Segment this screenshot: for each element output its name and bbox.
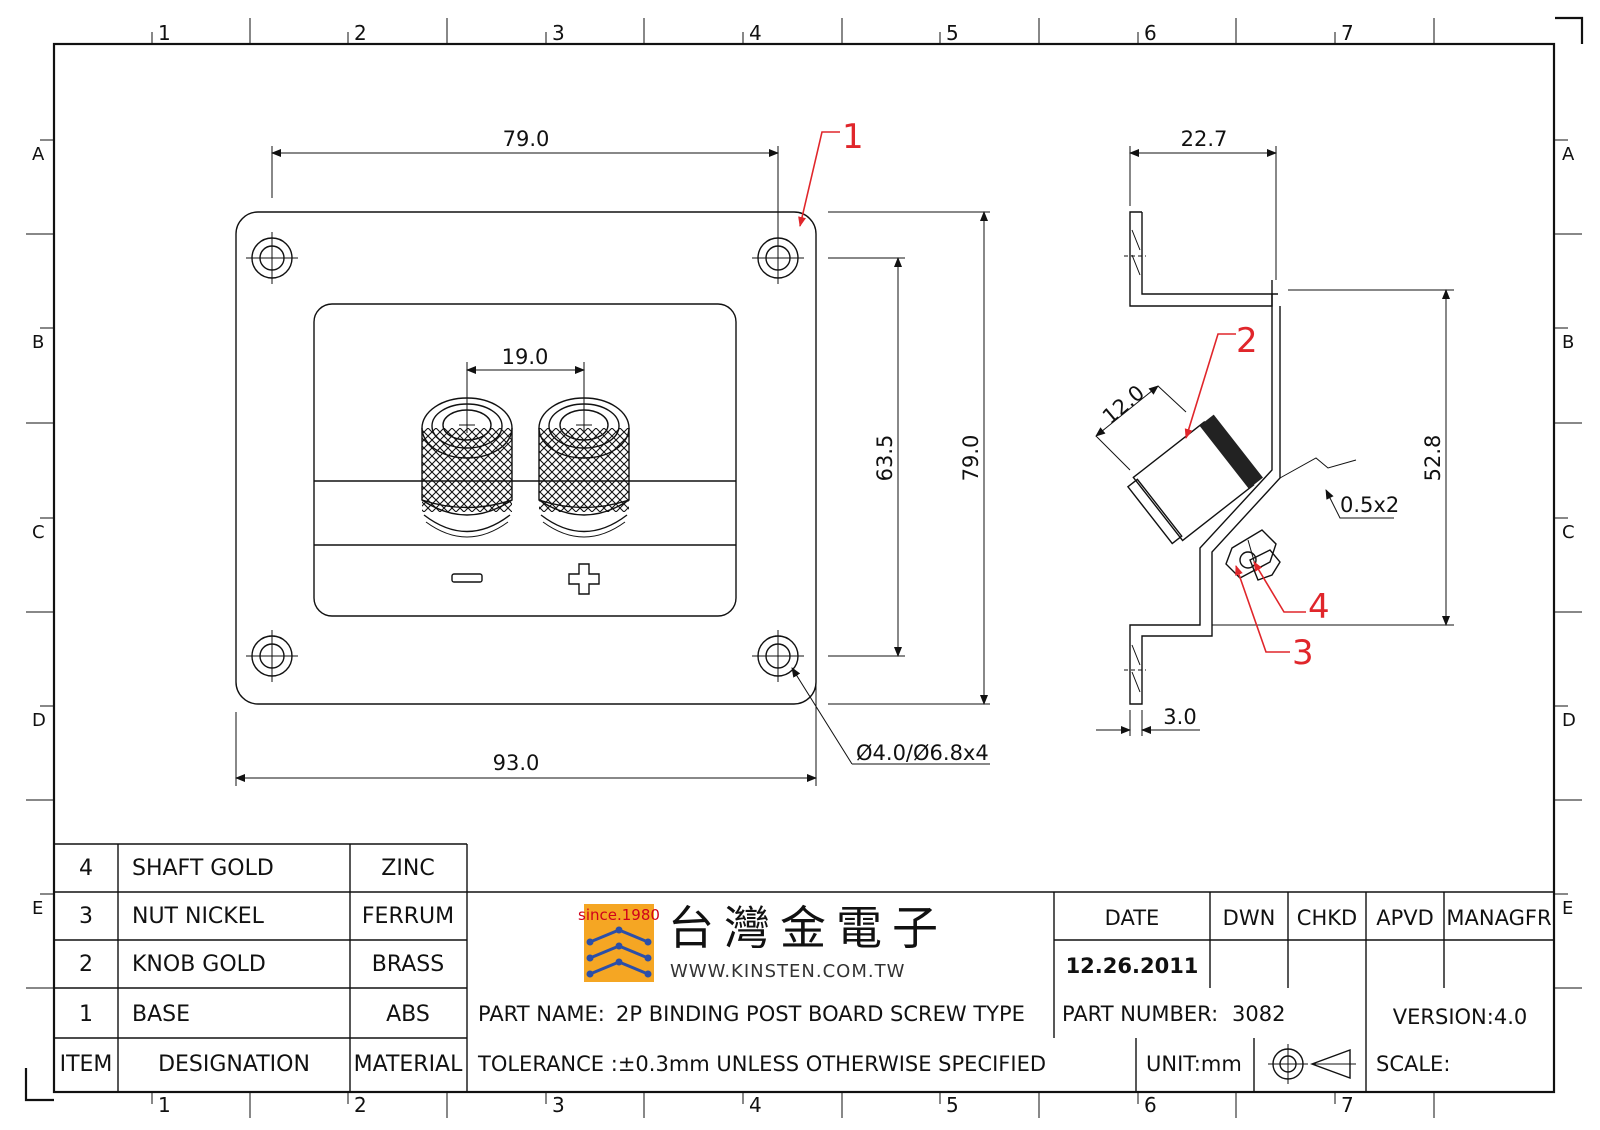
zone-row-b-right: B (1562, 332, 1574, 353)
dim-post-spacing: 19.0 (502, 345, 549, 369)
dim-side-height: 52.8 (1421, 435, 1445, 482)
bom-designation-2: KNOB GOLD (132, 952, 266, 977)
base-recess-outline (313, 303, 737, 617)
zone-col-6-bottom: 6 (1144, 1093, 1157, 1117)
zone-col-5-bottom: 5 (946, 1093, 959, 1117)
bom-material-1: ABS (386, 1002, 430, 1027)
mounting-hole-top-right (752, 232, 804, 284)
apvd-label: APVD (1376, 906, 1434, 930)
zone-col-7-bottom: 7 (1341, 1093, 1354, 1117)
zone-row-d-left: D (32, 710, 46, 731)
bom-designation-1: BASE (132, 1002, 190, 1027)
bom-material-3: FERRUM (362, 904, 454, 929)
bom-item-4: 4 (79, 856, 93, 881)
zone-col-4-top: 4 (749, 21, 762, 45)
unit-label: UNIT:mm (1146, 1052, 1242, 1076)
dim-side-depth: 22.7 (1181, 127, 1228, 151)
bom-header-designation: DESIGNATION (158, 1052, 310, 1077)
part-number-value: 3082 (1232, 1002, 1285, 1026)
balloon-1: 1 (842, 117, 864, 157)
zone-col-1-top: 1 (158, 21, 171, 45)
dwn-label: DWN (1223, 906, 1276, 930)
bom-header-material: MATERIAL (354, 1052, 463, 1077)
mounting-hole-top-left (246, 232, 298, 284)
balloon-3: 3 (1292, 633, 1314, 673)
title-block: since.1980 台灣金電子 WWW.KINSTEN.COM.TW DATE… (467, 891, 1554, 1092)
zone-col-1-bottom: 1 (158, 1093, 171, 1117)
front-view: 79.0 19.0 93.0 63.5 79.0 Ø4.0/Ø6.8x4 1 (235, 117, 990, 786)
minus-symbol-icon (451, 573, 483, 583)
hole-callout: Ø4.0/Ø6.8x4 (856, 741, 989, 765)
date-label: DATE (1105, 906, 1160, 930)
dim-chamfer: 0.5x2 (1340, 493, 1399, 517)
projection-symbol-icon (1268, 1044, 1356, 1084)
dim-mount-width: 79.0 (503, 127, 550, 151)
zone-col-2-bottom: 2 (354, 1093, 367, 1117)
zone-row-a-left: A (32, 144, 45, 165)
zone-row-b-left: B (32, 332, 44, 353)
part-number-label: PART NUMBER: (1062, 1002, 1218, 1026)
zone-col-3-top: 3 (552, 21, 565, 45)
zone-col-6-top: 6 (1144, 21, 1157, 45)
drawing-frame: 1 2 3 4 5 6 7 1 2 3 4 5 6 7 A B C D E A … (24, 16, 1584, 1118)
zone-row-d-right: D (1562, 710, 1576, 731)
balloon-2: 2 (1236, 321, 1258, 361)
plus-symbol-icon (568, 563, 600, 595)
mounting-hole-bottom-left (246, 630, 298, 682)
binding-post-left (421, 397, 513, 538)
bom-header-item: ITEM (60, 1052, 113, 1077)
zone-col-4-bottom: 4 (749, 1093, 762, 1117)
dim-mount-height: 63.5 (873, 435, 897, 482)
binding-post-right (538, 397, 630, 538)
zone-row-c-left: C (32, 522, 45, 543)
company-name: 台灣金電子 (668, 901, 948, 955)
date-value: 12.26.2011 (1066, 954, 1199, 978)
dim-total-width: 93.0 (493, 751, 540, 775)
company-website: WWW.KINSTEN.COM.TW (670, 961, 905, 982)
dim-thickness: 3.0 (1163, 705, 1196, 729)
zone-row-a-right: A (1562, 144, 1575, 165)
zone-row-c-right: C (1562, 522, 1575, 543)
managfr-label: MANAGFR (1446, 906, 1551, 930)
side-view: 22.7 12.0 52.8 0.5x2 3.0 2 4 3 (1095, 127, 1454, 736)
bom-material-2: BRASS (372, 952, 444, 977)
part-name-value: 2P BINDING POST BOARD SCREW TYPE (616, 1002, 1025, 1026)
bom-item-3: 3 (79, 904, 93, 929)
zone-col-2-top: 2 (354, 21, 367, 45)
bom-designation-3: NUT NICKEL (132, 904, 265, 929)
bom-item-2: 2 (79, 952, 93, 977)
dim-knob-diameter: 12.0 (1098, 380, 1149, 428)
zone-col-7-top: 7 (1341, 21, 1354, 45)
part-name-label: PART NAME: (478, 1002, 605, 1026)
dim-total-height: 79.0 (959, 435, 983, 482)
side-knob (1126, 414, 1263, 545)
version-label: VERSION:4.0 (1393, 1005, 1527, 1029)
balloon-4: 4 (1308, 587, 1330, 627)
logo-since: since.1980 (578, 906, 660, 924)
bom-material-4: ZINC (381, 856, 434, 881)
scale-label: SCALE: (1376, 1052, 1450, 1076)
bom-table: 4 SHAFT GOLD ZINC 3 NUT NICKEL FERRUM 2 … (54, 843, 468, 1092)
chkd-label: CHKD (1297, 906, 1357, 930)
bom-item-1: 1 (79, 1002, 93, 1027)
mounting-hole-bottom-right (752, 630, 804, 682)
zone-row-e-right: E (1562, 898, 1573, 919)
base-plate-outline (235, 211, 817, 705)
zone-col-3-bottom: 3 (552, 1093, 565, 1117)
bom-designation-4: SHAFT GOLD (132, 856, 274, 881)
zone-row-e-left: E (32, 898, 43, 919)
tolerance-note: TOLERANCE :±0.3mm UNLESS OTHERWISE SPECI… (477, 1052, 1046, 1076)
zone-col-5-top: 5 (946, 21, 959, 45)
company-logo: since.1980 (578, 904, 660, 982)
side-nut (1225, 529, 1281, 581)
